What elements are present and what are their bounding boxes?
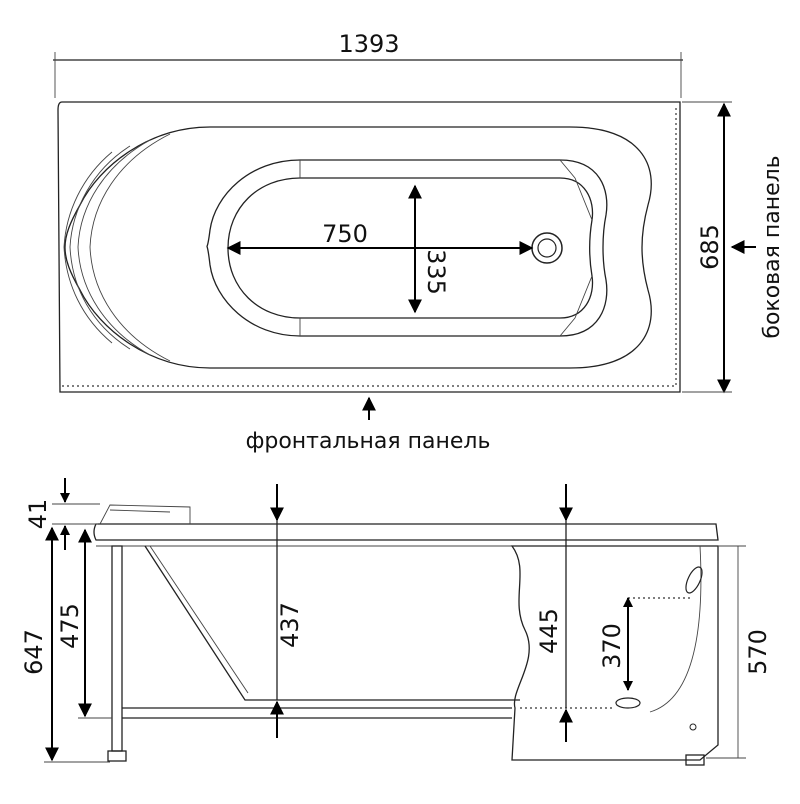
tub-body-slope (144, 545, 520, 701)
side-panel-cutaway (510, 545, 719, 761)
headrest-rib (69, 145, 131, 350)
headrest-rib (63, 151, 113, 344)
headrest-rib (89, 133, 171, 362)
inner-length-value: 750 (322, 220, 368, 248)
side-view: 41 647 475 437 445 370 570 (20, 478, 772, 766)
drain-outer-icon (531, 232, 563, 264)
headrest-profile (99, 504, 191, 525)
side-panel-label: боковая панель (760, 155, 785, 338)
tub-outer-rim (57, 101, 681, 393)
overflow-icon (685, 566, 703, 594)
top-view: 1393 750 335 685 боковая п (53, 30, 785, 454)
depth-front-value: 437 (276, 602, 304, 648)
drain-side-icon (615, 697, 641, 709)
basin-corner-lines (559, 159, 593, 337)
rim-thickness-value: 41 (24, 499, 52, 530)
headrest-detail (109, 509, 171, 513)
frame-foot-left (107, 750, 127, 762)
drain-inner-icon (537, 238, 557, 258)
tub-rim-side (93, 523, 719, 541)
depth-back-value: 445 (535, 608, 563, 654)
front-panel-label: фронтальная панель (246, 429, 491, 454)
tub-basin-inner (227, 177, 594, 319)
panel-height-value: 570 (744, 629, 772, 675)
tub-basin-outer (206, 159, 608, 337)
width-value: 685 (696, 224, 724, 270)
frame-leg-left (111, 545, 123, 752)
inner-width-value: 335 (422, 249, 450, 295)
total-height-value: 647 (20, 629, 48, 675)
drain-height-value: 370 (598, 623, 626, 669)
length-value: 1393 (338, 30, 399, 58)
tub-body-slope-inner (149, 545, 249, 694)
panel-screw-icon (689, 723, 697, 731)
rim-height-value: 475 (56, 603, 84, 649)
headrest-rib (77, 139, 151, 356)
